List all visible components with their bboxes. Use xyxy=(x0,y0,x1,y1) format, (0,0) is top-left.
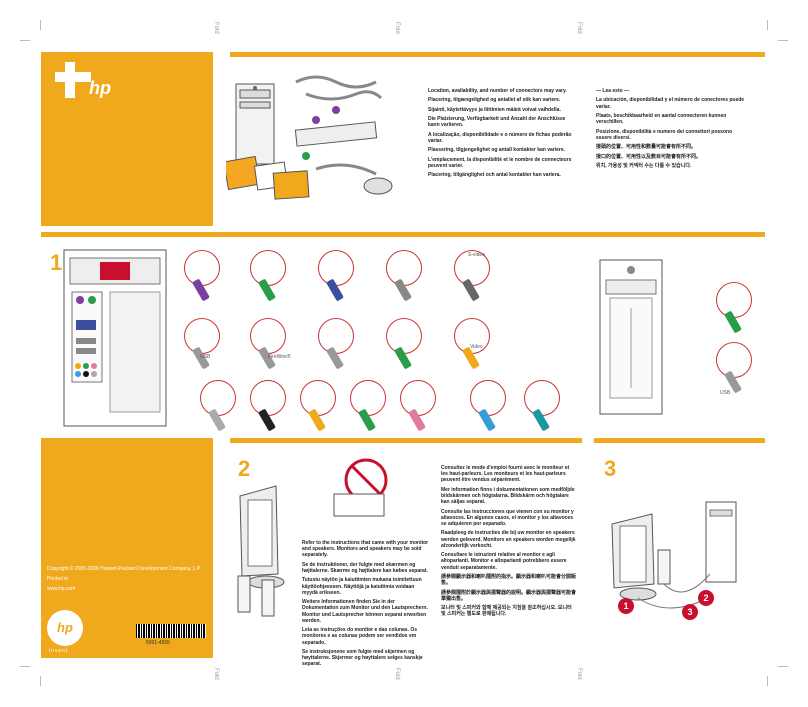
notice-line: 위치, 가용성 및 커넥터 수는 다를 수 있습니다. xyxy=(596,162,692,169)
notice-line: Die Platzierung, Verfügbarkeit und Anzah… xyxy=(428,116,566,129)
step1-accent-band xyxy=(41,232,765,237)
ethernet-port xyxy=(386,250,422,302)
instruction-line: Weitere Informationen finden Sie in der … xyxy=(302,599,428,624)
hp-round-logo: hp xyxy=(47,610,83,646)
callout-1: 1 xyxy=(618,598,634,614)
front-headphone-port xyxy=(716,282,752,334)
fold-label: Fold xyxy=(213,22,219,34)
instruction-line: Raadpleeg de instructies die bij uw moni… xyxy=(441,530,576,549)
audio-port-teal xyxy=(524,380,560,432)
notice-line: Location, availability, and number of co… xyxy=(428,88,567,94)
usb-port xyxy=(184,318,220,370)
notice-line: La ubicación, disponibilidad y el número… xyxy=(596,97,745,110)
audio-port-blue xyxy=(470,380,506,432)
fold-label: Fold xyxy=(213,668,219,680)
instruction-line: Refer to the instructions that came with… xyxy=(302,540,429,559)
barcode-number: 5991-4555 xyxy=(146,640,170,646)
cover-bottom-panel: Copyright © 2005-2006 Hewlett-Packard De… xyxy=(41,438,213,658)
power-connection-illustration xyxy=(611,501,737,609)
modem-port xyxy=(318,318,354,370)
instruction-line: Tutustu näytön ja kaiuttimien mukana toi… xyxy=(302,577,422,596)
crop-mark xyxy=(20,40,30,41)
crop-mark xyxy=(778,666,788,667)
copyright-text: Copyright © 2005-2006 Hewlett-Packard De… xyxy=(47,566,202,572)
video-label: Video xyxy=(470,344,483,350)
step-number-1: 1 xyxy=(50,250,63,275)
hp-plus-logo xyxy=(55,62,91,98)
front-usb-port xyxy=(716,342,752,394)
ps2-mouse-port xyxy=(250,250,286,302)
notice-line: Posizione, disponibilità e numero dei co… xyxy=(596,128,733,141)
notice-line: Plassering, tilgjengelighet og antall ko… xyxy=(428,147,565,154)
crop-mark xyxy=(767,20,768,30)
crop-mark xyxy=(40,20,41,30)
cover-top-panel: hp xyxy=(41,52,213,226)
notice-line: A localização, disponibilidade e o númer… xyxy=(428,131,572,144)
callout-2: 2 xyxy=(698,590,714,606)
instruction-line: 모니터 및 스피커와 함께 제공되는 지침을 참조하십시오. 모니터 및 스피커… xyxy=(441,605,572,618)
fold-label: Fold xyxy=(576,668,582,680)
instruction-line: Se de instruktioner, der fulgte med skær… xyxy=(302,561,428,574)
computer-rear-panel xyxy=(63,249,167,427)
step2-accent-band xyxy=(230,438,582,443)
instruction-line: 請參閱隨附於顯示器與揚聲器的說明。顯示器與揚聲器可能會單獨出售。 xyxy=(441,589,577,602)
printed-in-text: Printed in xyxy=(47,576,69,582)
composite-video-port xyxy=(454,318,490,370)
notice-line: Plaats, beschikbaarheid en aantal connec… xyxy=(596,112,727,126)
step2-instructions-right: Consultez le mode d'emploi fourni avec l… xyxy=(441,465,577,621)
instruction-line: Se instruksjonene som fulgte med skjerme… xyxy=(302,648,423,668)
connector-notice-left: Location, availability, and number of co… xyxy=(428,88,578,182)
notice-line: 接口的位置、可用性以及數目可能會有所不同。 xyxy=(596,153,702,160)
firewire-label: FireWire® xyxy=(268,354,291,360)
audio-port-pink xyxy=(400,380,436,432)
notice-line: Placering, tilgængelighed og antallet af… xyxy=(428,97,561,104)
step-number-3: 3 xyxy=(604,456,617,481)
invent-tagline: invent xyxy=(49,648,69,654)
step2-instructions-left: Refer to the instructions that came with… xyxy=(302,540,430,671)
instruction-line: 請參閱顯示器和喇叭隨附的指示。顯示器和喇叭可能會分開販售。 xyxy=(441,573,577,587)
notice-line: — Lea esto — xyxy=(596,88,630,94)
step3-accent-band xyxy=(594,438,765,443)
ps2-keyboard-port xyxy=(184,250,220,302)
notice-line: Placering, tillgänglighet och antal kont… xyxy=(428,172,561,179)
notice-line: 接頭的位置、可用性和數量可能會有所不同。 xyxy=(596,144,697,151)
crop-mark xyxy=(767,676,768,686)
crop-mark xyxy=(20,666,30,667)
fold-label: Fold xyxy=(394,22,400,34)
hp-logo-text: hp xyxy=(89,78,111,98)
audio-port-gray xyxy=(200,380,236,432)
front-usb-label: USB xyxy=(720,390,731,396)
crop-mark xyxy=(40,676,41,686)
callout-3: 3 xyxy=(682,604,698,620)
barcode xyxy=(136,624,206,638)
instruction-line: Consulte las instrucciones que vienen co… xyxy=(441,508,574,527)
instruction-line: Consultez le mode d'emploi fourni avec l… xyxy=(441,465,570,484)
instruction-line: Consultare le istruzioni relative al mon… xyxy=(441,552,567,571)
instruction-line: Leia as instruções do monitor e das colu… xyxy=(302,627,418,646)
connector-notice-right: — Lea esto — La ubicación, disponibilida… xyxy=(596,88,746,172)
website-text: www.hp.com xyxy=(47,586,76,592)
firewire-port xyxy=(250,318,286,370)
notice-line: Sijainti, käytettävyys ja liittimien mää… xyxy=(428,106,561,113)
monitor-speakers-illustration xyxy=(237,458,388,617)
s-video-label: S-video xyxy=(468,252,485,258)
vga-monitor-port xyxy=(318,250,354,302)
computer-front-panel xyxy=(599,259,663,415)
step-number-2: 2 xyxy=(238,456,251,481)
phone-port xyxy=(386,318,422,370)
top-accent-band xyxy=(230,52,765,57)
crop-mark xyxy=(778,40,788,41)
audio-port-green xyxy=(350,380,386,432)
audio-port-orange xyxy=(300,380,336,432)
product-contents-illustration xyxy=(226,75,393,200)
audio-port-black xyxy=(250,380,286,432)
usb-label: USB xyxy=(200,354,211,360)
s-video-port xyxy=(454,250,490,302)
fold-label: Fold xyxy=(576,22,582,34)
notice-line: L'emplacement, la disponibilité et le no… xyxy=(428,156,572,169)
instruction-line: Mer information finns i dokumentationen … xyxy=(441,486,575,506)
